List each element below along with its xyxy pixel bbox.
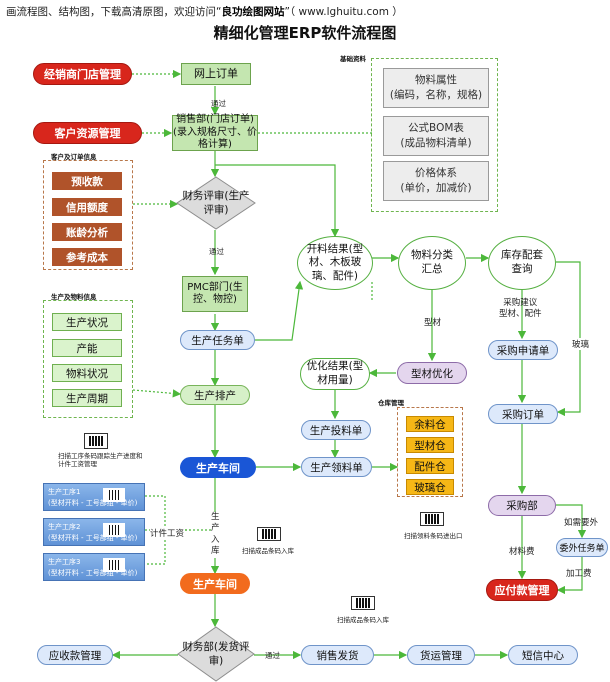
- pass-label-3: 通过: [265, 651, 280, 660]
- online-order[interactable]: 网上订单: [181, 63, 251, 85]
- glass-label: 玻璃: [572, 338, 590, 350]
- outsource-need-label: 如需要外: [564, 518, 599, 528]
- header-suffix: ”（ www.lghuitu.com ）: [284, 6, 403, 18]
- customer-item-3[interactable]: 参考成本: [52, 248, 122, 266]
- optimization-result[interactable]: 优化结果(型材用量): [300, 358, 370, 390]
- finance-review-diamond[interactable]: [176, 176, 256, 230]
- worker-process-1[interactable]: 生产工序1 (型材开料 - 工号部组 - 单价): [43, 483, 145, 511]
- production-info-label: 生产及物料信息: [51, 293, 97, 301]
- page-title: 精细化管理ERP软件流程图: [213, 24, 397, 42]
- header-prefix: 画流程图、结构图，下载高清原图，欢迎访问“: [6, 6, 222, 18]
- worker-2-detail: (型材开料 - 工号部组 - 单价): [48, 534, 138, 543]
- barcode-icon: [84, 433, 108, 449]
- worker-3-barcode-icon: [103, 558, 125, 572]
- customer-item-1[interactable]: 信用额度: [52, 198, 122, 216]
- finished-barcode-icon-2: [351, 596, 375, 610]
- basic-item-2[interactable]: 价格体系 (单价，加减价): [383, 161, 489, 201]
- pmc-department[interactable]: PMC部门(生控、物控): [182, 276, 248, 312]
- worker-process-3[interactable]: 生产工序3 (型材开料 - 工号部组 - 单价): [43, 553, 145, 581]
- profile-label: 型材: [424, 318, 442, 328]
- sms-center[interactable]: 短信中心: [508, 645, 578, 665]
- sales-department[interactable]: 销售部(门店订单)(录入规格尺寸、价格计算): [172, 114, 258, 151]
- worker-2-barcode-icon: [103, 523, 125, 537]
- production-item-1[interactable]: 产能: [52, 339, 122, 357]
- finished-barcode-icon-1: [257, 527, 281, 541]
- purchase-request[interactable]: 采购申请单: [488, 340, 558, 360]
- finance-review-label: 财务评审(生产评审): [182, 190, 250, 216]
- production-workshop-blue[interactable]: 生产车间: [180, 457, 256, 478]
- freight-management[interactable]: 货运管理: [407, 645, 475, 665]
- production-item-2[interactable]: 物料状况: [52, 364, 122, 382]
- basic-item-0-title: 物料属性: [414, 74, 457, 87]
- purchase-department[interactable]: 采购部: [488, 495, 556, 516]
- scan-finished-label-2: 扫描成品条码入库: [337, 616, 389, 624]
- piece-rate-label: 计件工资: [150, 527, 185, 539]
- production-workshop-orange[interactable]: 生产车间: [180, 573, 250, 594]
- dealer-store-management[interactable]: 经销商门店管理: [33, 63, 132, 85]
- production-item-3[interactable]: 生产周期: [52, 389, 122, 407]
- inventory-query-node[interactable]: 库存配套查询: [488, 236, 556, 290]
- production-feed-order[interactable]: 生产投料单: [301, 420, 371, 440]
- worker-1-barcode-icon: [103, 488, 125, 502]
- basic-data-box: [371, 58, 498, 212]
- site-header: 画流程图、结构图，下载高清原图，欢迎访问“良功绘图网站”（ www.lghuit…: [6, 4, 403, 19]
- warehouse-item-1[interactable]: 型材仓: [406, 437, 454, 453]
- scan-finished-label-1: 扫描成品条码入库: [242, 547, 294, 555]
- payable-management[interactable]: 应付款管理: [486, 579, 558, 601]
- purchase-order[interactable]: 采购订单: [488, 404, 558, 424]
- basic-item-0-sub: (编码，名称，规格): [389, 89, 483, 101]
- warehouse-item-2[interactable]: 配件仓: [406, 458, 454, 474]
- worker-3-name: 生产工序3: [48, 558, 81, 566]
- worker-3-detail: (型材开料 - 工号部组 - 单价): [48, 569, 138, 578]
- warehouse-item-0[interactable]: 余料仓: [406, 416, 454, 432]
- outsource-task-order[interactable]: 委外任务单: [556, 538, 608, 557]
- worker-2-name: 生产工序2: [48, 523, 81, 531]
- cut-result-node[interactable]: 开料结果(型材、木板玻璃、配件): [297, 236, 373, 290]
- pass-label-2: 通过: [209, 247, 224, 256]
- basic-item-2-title: 价格体系: [414, 167, 457, 180]
- into-storage-label: 生产入库: [211, 512, 221, 558]
- material-fee-label: 材料费: [509, 547, 535, 557]
- basic-data-label: 基础资料: [340, 55, 366, 63]
- pass-label-1: 通过: [211, 99, 226, 108]
- warehouse-box: [397, 407, 463, 497]
- finance-dept-diamond[interactable]: [177, 626, 255, 682]
- basic-item-1-title: 公式BOM表: [408, 122, 464, 135]
- production-task-order[interactable]: 生产任务单: [180, 330, 255, 350]
- basic-item-2-sub: (单价，加减价): [400, 182, 472, 194]
- production-pick-order[interactable]: 生产领料单: [301, 457, 372, 477]
- material-summary-node[interactable]: 物料分类汇总: [398, 236, 466, 290]
- purchase-suggest-label: 采购建议 型材、配件: [499, 298, 542, 319]
- warehouse-label: 仓库管理: [378, 399, 404, 407]
- processing-fee-label: 加工费: [566, 569, 592, 579]
- warehouse-item-3[interactable]: 玻璃仓: [406, 479, 454, 495]
- customer-resource-management[interactable]: 客户资源管理: [33, 122, 142, 144]
- worker-1-detail: (型材开料 - 工号部组 - 单价): [48, 499, 138, 508]
- receivable-management[interactable]: 应收款管理: [37, 645, 113, 665]
- worker-1-name: 生产工序1: [48, 488, 81, 496]
- basic-item-1-sub: (成品物料清单): [400, 137, 472, 149]
- basic-item-0[interactable]: 物料属性 (编码，名称，规格): [383, 68, 489, 108]
- customer-info-label: 客户及订单信息: [51, 153, 97, 161]
- production-scheduling[interactable]: 生产排产: [180, 385, 250, 405]
- customer-item-0[interactable]: 预收款: [52, 172, 122, 190]
- production-item-0[interactable]: 生产状况: [52, 313, 122, 331]
- worker-process-2[interactable]: 生产工序2 (型材开料 - 工号部组 - 单价): [43, 518, 145, 546]
- customer-info-box: [43, 160, 133, 270]
- customer-item-2[interactable]: 账龄分析: [52, 223, 122, 241]
- header-site-name[interactable]: 良功绘图网站: [221, 6, 285, 18]
- scan-process-label: 扫描工序条码跟踪生产进度和计件工资管理: [58, 452, 143, 469]
- finance-dept-label: 财务部(发货评审): [182, 641, 250, 667]
- profile-optimization[interactable]: 型材优化: [397, 362, 467, 384]
- basic-item-1[interactable]: 公式BOM表 (成品物料清单): [383, 116, 489, 156]
- outbound-barcode-icon: [420, 512, 444, 526]
- production-info-box: [43, 300, 133, 418]
- sales-shipment[interactable]: 销售发货: [301, 645, 374, 665]
- scan-outbound-label: 扫描领料条码进出口: [404, 532, 463, 540]
